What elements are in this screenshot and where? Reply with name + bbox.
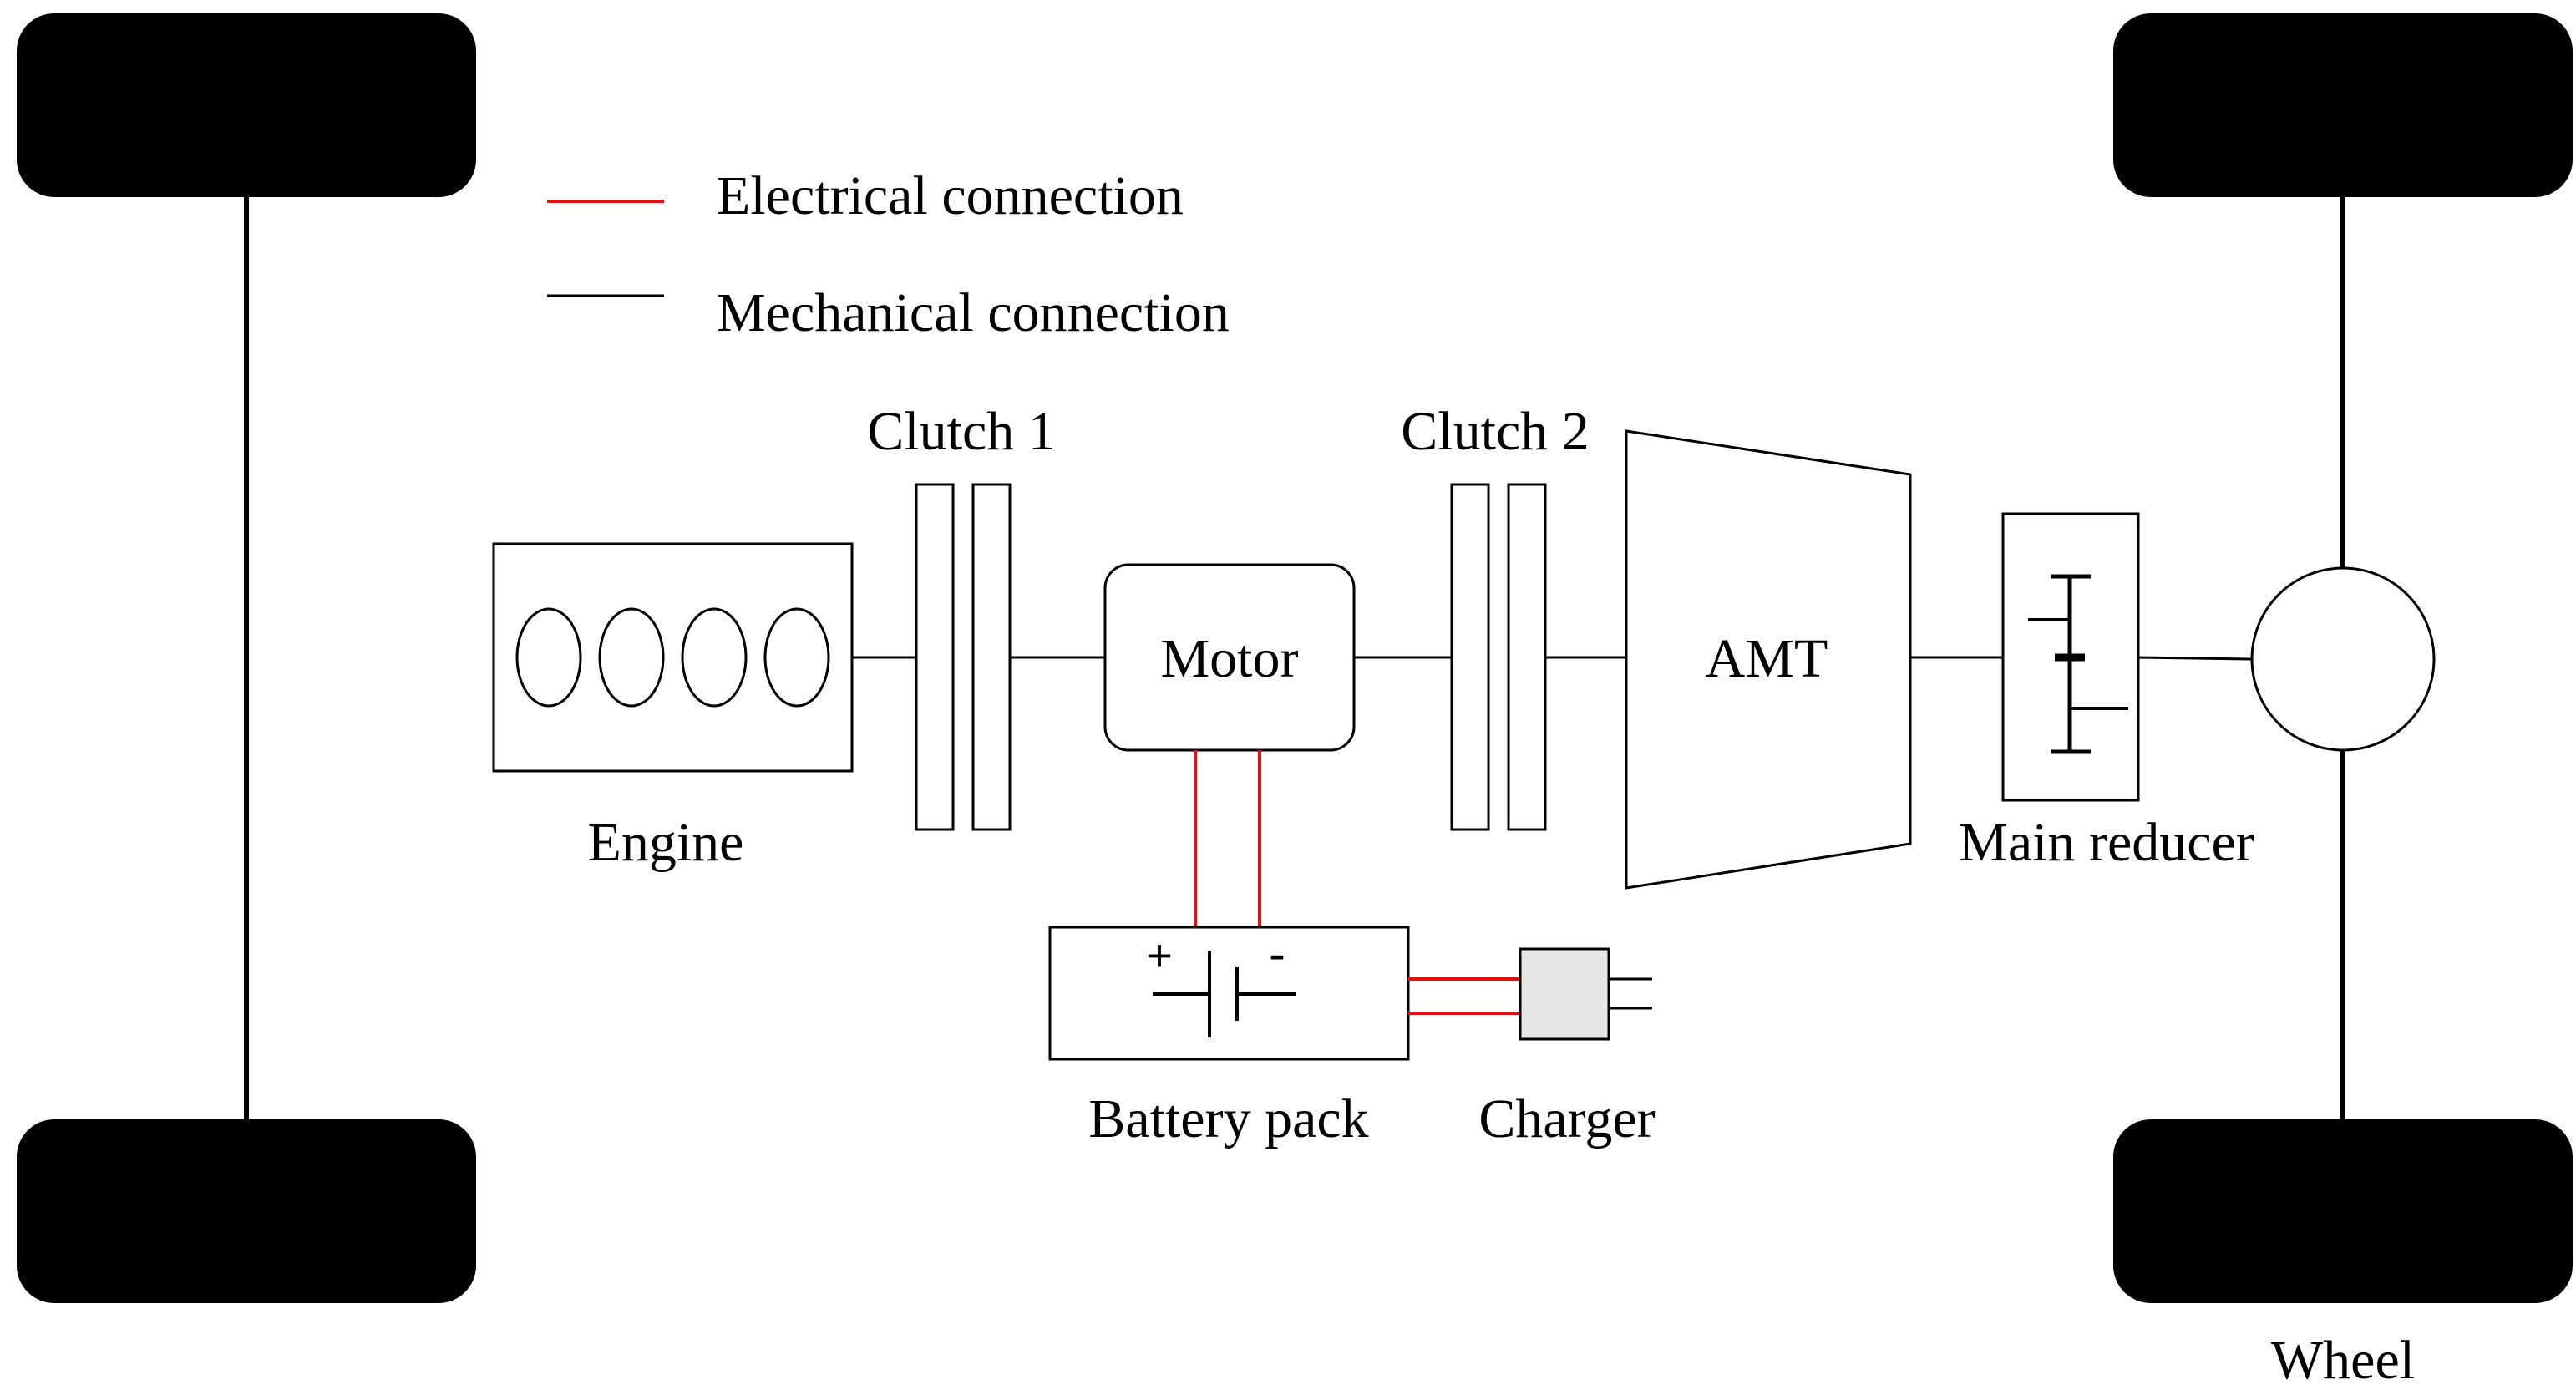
charger-box (1519, 947, 1610, 1041)
battery-pack-label: Battery pack (1088, 1088, 1368, 1149)
clutch1-plate-b (971, 483, 1012, 831)
engine-cylinder-4 (763, 607, 830, 708)
engine-label: Engine (588, 812, 744, 873)
shaft-reducer-differential (2137, 656, 2252, 661)
main-reducer-label: Main reducer (1959, 812, 2254, 873)
clutch2-plate-a (1450, 483, 1490, 831)
battery-plus-sign: + (1146, 931, 1173, 981)
clutch1-label: Clutch 1 (867, 401, 1056, 462)
engine-cylinder-3 (681, 607, 748, 708)
differential-circle (2250, 566, 2436, 752)
wheel-front-right (2113, 13, 2573, 197)
wheel-front-left (17, 13, 476, 197)
amt-label: AMT (1706, 628, 1828, 689)
engine-block (492, 542, 854, 773)
battery-pack-box (1048, 926, 1410, 1061)
main-reducer-gear-icon (2028, 574, 2128, 754)
legend-electrical-label: Electrical connection (717, 165, 1184, 226)
battery-symbol-icon (1153, 951, 1296, 1037)
clutch2-label: Clutch 2 (1401, 401, 1590, 462)
engine-cylinder-1 (515, 607, 582, 708)
clutch2-plate-b (1507, 483, 1547, 831)
wheel-rear-right (2113, 1119, 2573, 1303)
wheel-label: Wheel (2271, 1330, 2415, 1385)
charger-label: Charger (1478, 1088, 1655, 1149)
amt-gearbox (1625, 429, 1912, 890)
battery-minus-sign: - (1269, 926, 1285, 982)
clutch1-plate-a (915, 483, 955, 831)
wheel-rear-left (17, 1119, 476, 1303)
engine-cylinder-2 (598, 607, 665, 708)
legend-mechanical-label: Mechanical connection (717, 282, 1230, 343)
motor-label: Motor (1161, 628, 1299, 689)
